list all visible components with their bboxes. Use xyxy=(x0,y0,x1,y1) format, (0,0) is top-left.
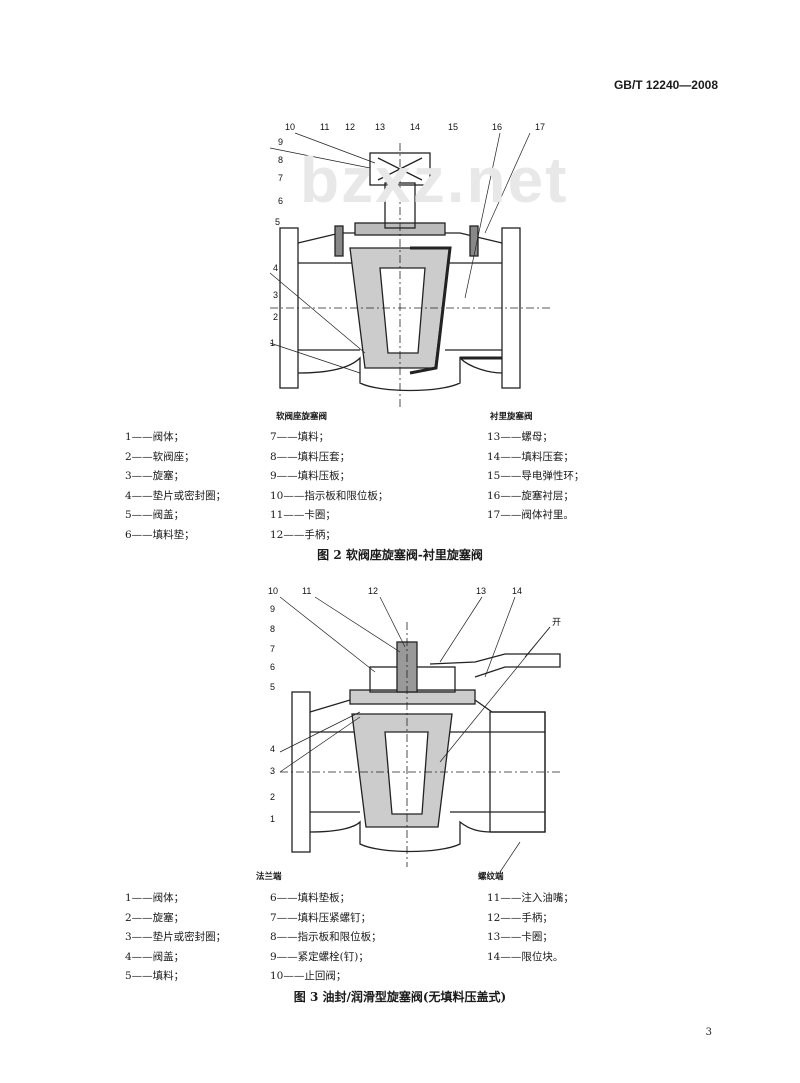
figure3-legend-col2: 6——填料垫板； 7——填料压紧螺钉； 8——指示板和限位板； 9——紧定螺栓(… xyxy=(270,889,382,987)
legend-item: 11——卡圈； xyxy=(270,509,336,521)
callout: 12 xyxy=(368,586,378,596)
legend-item: 2——软阀座； xyxy=(125,450,195,463)
legend-item: 10——止回阀； xyxy=(270,970,347,982)
callout: 2 xyxy=(273,312,278,322)
callout: 10 xyxy=(268,586,278,596)
legend-item: 12——手柄； xyxy=(487,911,553,924)
legend-item: 8——指示板和限位板； xyxy=(270,931,382,943)
figure3-drawing: 10 11 12 13 14 开 9 8 7 6 5 4 3 2 1 xyxy=(268,586,561,873)
legend-item: 1——阀体； xyxy=(125,431,185,443)
figure3-left-label: 法兰端 xyxy=(256,872,282,882)
callout: 17 xyxy=(535,122,545,132)
legend-item: 4——阀盖； xyxy=(125,950,185,963)
figure2-legend-col2: 7——填料； 8——填料压套； 9——填料压板； 10——指示板和限位板； 11… xyxy=(270,428,388,545)
callout: 13 xyxy=(375,122,385,132)
legend-item: 2——旋塞； xyxy=(125,911,185,924)
callout: 15 xyxy=(448,122,458,132)
legend-item: 11——注入油嘴； xyxy=(487,892,574,904)
callout: 1 xyxy=(270,338,275,348)
legend-item: 3——垫片或密封圈； xyxy=(125,931,227,943)
legend-item: 13——卡圈； xyxy=(487,931,553,943)
legend-item: 8——填料压套； xyxy=(270,450,351,463)
callout: 14 xyxy=(512,586,522,596)
legend-item: 16——旋塞衬层； xyxy=(487,489,574,502)
callout: 14 xyxy=(410,122,420,132)
figure3-caption: 图 3 油封/润滑型旋塞阀(无填料压盖式) xyxy=(293,990,507,1004)
figure3-legend-col1: 1——阀体； 2——旋塞； 3——垫片或密封圈； 4——阀盖； 5——填料； xyxy=(125,889,226,987)
standard-number: GB/T 12240—2008 xyxy=(613,78,718,92)
legend-item: 9——填料压板； xyxy=(270,470,351,482)
callout: 4 xyxy=(273,263,278,273)
callout: 6 xyxy=(270,662,275,672)
legend-item: 4——垫片或密封圈； xyxy=(125,489,227,502)
legend-item: 12——手柄； xyxy=(270,528,336,541)
legend-item: 3——旋塞； xyxy=(125,470,185,482)
legend-item: 14——限位块。 xyxy=(487,950,564,963)
legend-item: 10——指示板和限位板； xyxy=(270,489,389,502)
callout: 3 xyxy=(270,766,275,776)
callout: 8 xyxy=(278,155,283,165)
legend-item: 7——填料压紧螺钉； xyxy=(270,911,372,924)
figure2-caption: 图 2 软阀座旋塞阀-衬里旋塞阀 xyxy=(317,548,483,562)
watermark: bzxz.net xyxy=(300,144,569,216)
callout: 8 xyxy=(270,624,275,634)
legend-item: 5——填料； xyxy=(125,970,185,982)
callout: 10 xyxy=(285,122,295,132)
legend-item: 14——填料压套； xyxy=(487,450,574,463)
legend-item: 9——紧定螺栓(钉)； xyxy=(270,950,369,963)
callout: 3 xyxy=(273,290,278,300)
callout: 9 xyxy=(278,137,283,147)
callout: 7 xyxy=(278,173,283,183)
legend-item: 17——阀体衬里。 xyxy=(487,509,574,521)
figure2-legend-col3: 13——螺母； 14——填料压套； 15——导电弹性环； 16——旋塞衬层； 1… xyxy=(487,428,584,526)
callout: 2 xyxy=(270,792,275,802)
figure3-right-label: 螺纹端 xyxy=(478,872,504,882)
callout: 1 xyxy=(270,814,275,824)
figure2-left-label: 软阀座旋塞阀 xyxy=(276,412,328,422)
legend-item: 6——填料垫板； xyxy=(270,892,351,904)
legend-item: 6——填料垫； xyxy=(125,528,195,541)
legend-item: 15——导电弹性环； xyxy=(487,470,585,482)
legend-item: 13——螺母； xyxy=(487,431,553,443)
callout: 5 xyxy=(270,682,275,692)
callout: 11 xyxy=(320,122,329,132)
open-label: 开 xyxy=(552,617,561,627)
callout: 13 xyxy=(476,586,486,596)
legend-item: 1——阀体； xyxy=(125,892,185,904)
callout: 6 xyxy=(278,196,283,206)
callout: 11 xyxy=(302,586,311,596)
callout: 4 xyxy=(270,744,275,754)
page-number: 3 xyxy=(705,1027,712,1038)
figure3-legend-col3: 11——注入油嘴； 12——手柄； 13——卡圈； 14——限位块。 xyxy=(487,889,574,967)
figure2-legend-col1: 1——阀体； 2——软阀座； 3——旋塞； 4——垫片或密封圈； 5——阀盖； … xyxy=(125,428,226,545)
callout: 9 xyxy=(270,604,275,614)
legend-item: 5——阀盖； xyxy=(125,509,185,521)
callout: 5 xyxy=(275,217,280,227)
figure2-right-label: 衬里旋塞阀 xyxy=(490,412,533,422)
callout: 16 xyxy=(492,122,502,132)
figure2-drawing: 10 11 12 13 14 15 16 17 9 8 7 6 5 4 3 2 … xyxy=(269,122,550,408)
callout: 7 xyxy=(270,644,275,654)
legend-item: 7——填料； xyxy=(270,431,330,443)
callout: 12 xyxy=(345,122,355,132)
